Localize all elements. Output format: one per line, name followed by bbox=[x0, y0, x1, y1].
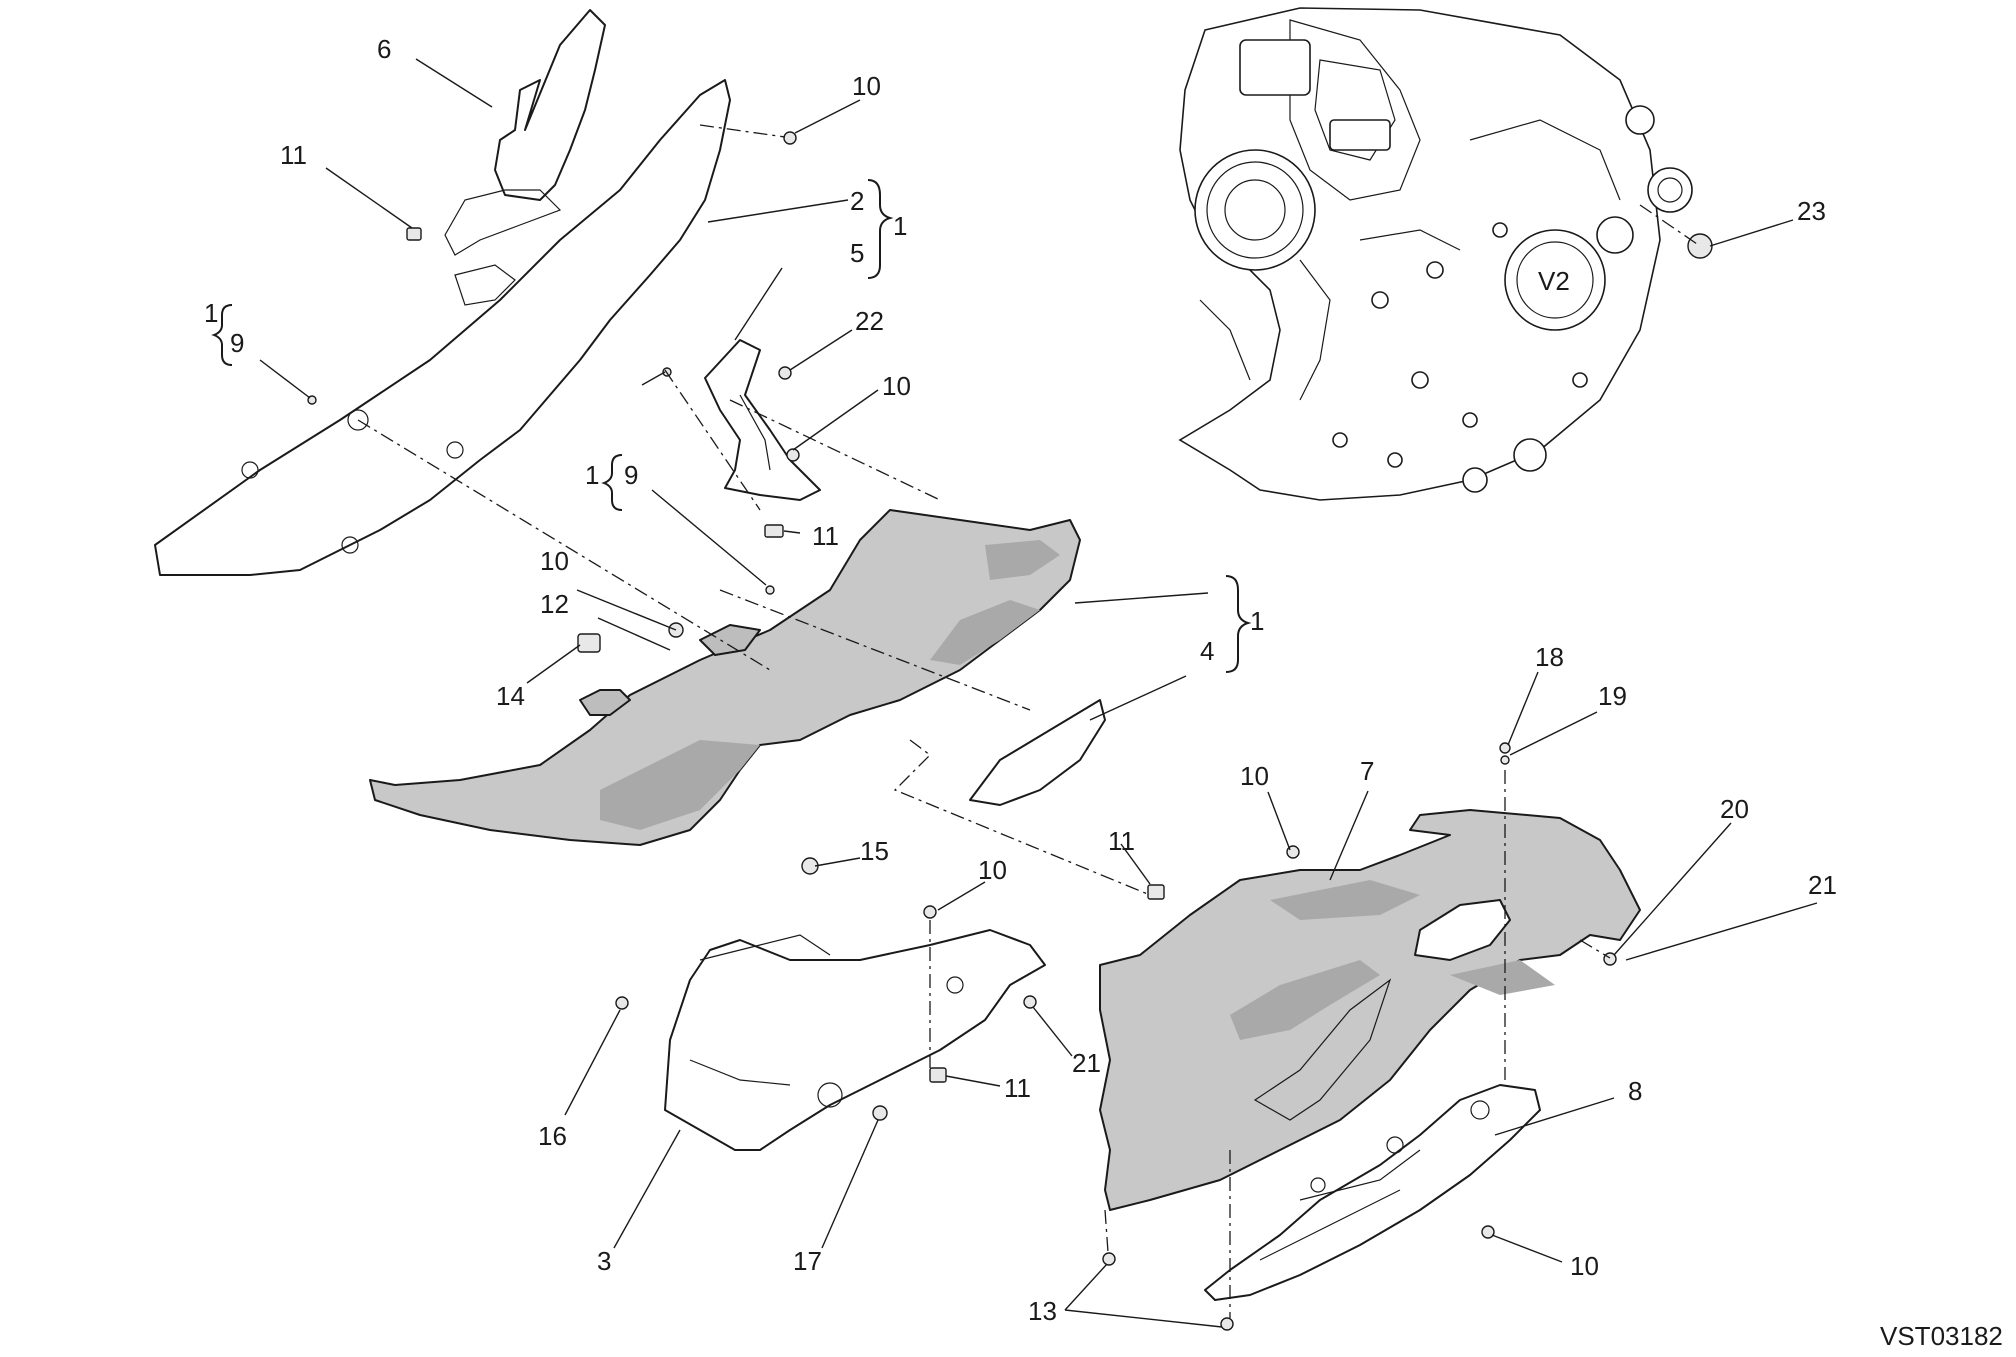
reference-code: VST03182 bbox=[1880, 1321, 2003, 1351]
callout-21-lower: 21 bbox=[1072, 1048, 1101, 1078]
callout-14: 14 bbox=[496, 681, 525, 711]
assembly-lines bbox=[357, 124, 1701, 1318]
callout-9-left: 9 bbox=[230, 328, 244, 358]
callout-1-mid: 1 bbox=[585, 460, 599, 490]
callout-10-left: 10 bbox=[540, 546, 569, 576]
callout-17: 17 bbox=[793, 1246, 822, 1276]
callout-12: 12 bbox=[540, 589, 569, 619]
engine-badge-text: V2 bbox=[1538, 266, 1570, 296]
callout-7: 7 bbox=[1360, 756, 1374, 786]
callout-18: 18 bbox=[1535, 642, 1564, 672]
callout-22: 22 bbox=[855, 306, 884, 336]
callout-19: 19 bbox=[1598, 681, 1627, 711]
callout-11-lower: 11 bbox=[1004, 1073, 1031, 1103]
part-7-lower-fairing bbox=[1099, 809, 1641, 1211]
callout-10-bottom: 10 bbox=[1570, 1251, 1599, 1281]
engine-illustration: V2 bbox=[1178, 7, 1693, 501]
callout-2: 2 bbox=[850, 186, 864, 216]
part-4-side-fairing bbox=[369, 509, 1081, 846]
callout-11-mid: 11 bbox=[812, 521, 839, 551]
part-1-small-panel bbox=[969, 699, 1106, 806]
callout-13: 13 bbox=[1028, 1296, 1057, 1326]
part-2-frame bbox=[154, 79, 731, 576]
part-6-panel bbox=[494, 9, 606, 201]
callout-5: 5 bbox=[850, 238, 864, 268]
callout-16: 16 bbox=[538, 1121, 567, 1151]
callout-20: 20 bbox=[1720, 794, 1749, 824]
callout-1-right: 1 bbox=[1250, 606, 1264, 636]
part-5-bracket bbox=[704, 339, 821, 501]
callout-15: 15 bbox=[860, 836, 889, 866]
part-8-belly-pan bbox=[1204, 1084, 1541, 1301]
fasteners bbox=[307, 131, 1713, 1331]
callout-10-mid: 10 bbox=[882, 371, 911, 401]
leader-lines bbox=[259, 58, 1818, 1328]
callout-11-top: 11 bbox=[280, 140, 307, 170]
group-braces bbox=[211, 179, 1252, 673]
callout-23: 23 bbox=[1797, 196, 1826, 226]
callout-11-right: 11 bbox=[1108, 826, 1135, 856]
callout-9-mid: 9 bbox=[624, 460, 638, 490]
callout-labels: 6 10 11 2 1 5 22 10 1 9 9 1 10 11 23 10 … bbox=[204, 34, 2003, 1351]
callout-1-left: 1 bbox=[204, 298, 218, 328]
callout-10-lower: 10 bbox=[978, 855, 1007, 885]
callout-21-right: 21 bbox=[1808, 870, 1837, 900]
part-3-lower-fairing bbox=[664, 929, 1046, 1151]
callout-4: 4 bbox=[1200, 636, 1214, 666]
callout-10-top: 10 bbox=[852, 71, 881, 101]
callout-1-group-top: 1 bbox=[893, 211, 907, 241]
callout-6: 6 bbox=[377, 34, 391, 64]
callout-8: 8 bbox=[1628, 1076, 1642, 1106]
callout-10-right: 10 bbox=[1240, 761, 1269, 791]
callout-3: 3 bbox=[597, 1246, 611, 1276]
